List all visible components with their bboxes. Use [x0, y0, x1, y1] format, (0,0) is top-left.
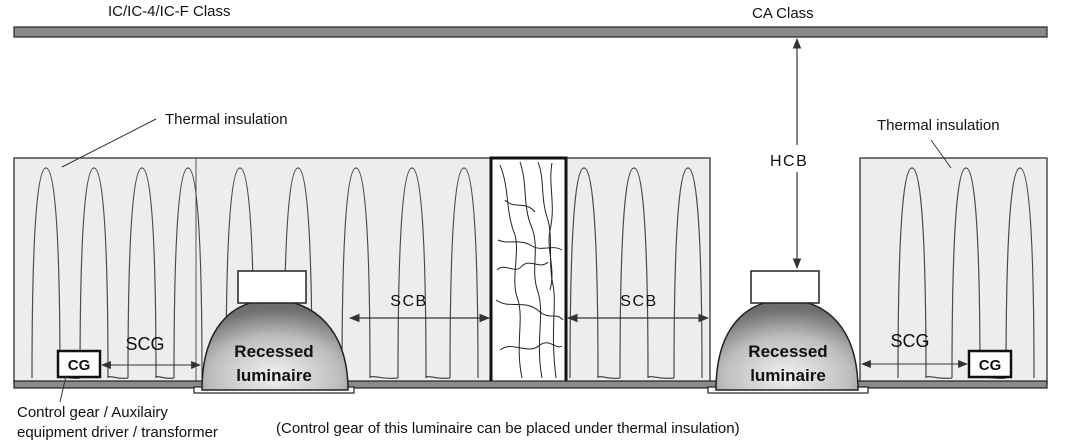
insulation-fiber-loop: [341, 167, 371, 379]
control-gear-leader-line: [59, 375, 67, 403]
insulation-fiber-loop: [1005, 167, 1035, 379]
insulation-fiber-loop: [597, 375, 621, 380]
scg-right-label: SCG: [890, 331, 929, 351]
insulation-waves: [31, 167, 1035, 380]
recessed-luminaire-left: Recessed luminaire: [193, 270, 355, 394]
scg-dimension-right: SCG: [861, 331, 968, 368]
insulation-fiber-loop: [369, 375, 399, 380]
insulation-fiber-loop: [225, 167, 255, 379]
hcb-dimension: HCB: [770, 37, 808, 270]
insulation-fiber-loop: [619, 167, 649, 379]
insulation-fiber-loop: [107, 375, 129, 380]
insulation-fiber-loop: [647, 375, 675, 380]
ceiling-board: [13, 380, 1048, 389]
ic-class-label: IC/IC-4/IC-F Class: [108, 3, 231, 20]
insulation-fiber-loop: [425, 375, 451, 380]
insulation-fiber-loop: [397, 167, 427, 379]
insulation-fiber-loop: [951, 167, 981, 379]
control-gear-caption-line2: equipment driver / transformer: [17, 424, 218, 441]
insulation-fiber-loop: [673, 167, 703, 379]
insulation-middle: [565, 157, 711, 384]
luminaire-right-label-1: Recessed: [748, 342, 827, 361]
cg-right-label: CG: [979, 357, 1002, 374]
hcb-label: HCB: [770, 153, 808, 170]
insulation-fiber-loop: [569, 167, 599, 379]
scg-left-label: SCG: [125, 334, 164, 354]
recessed-luminaire-right: Recessed luminaire: [707, 270, 869, 394]
insulation-fiber-loop: [449, 167, 479, 379]
insulation-fiber-loop: [283, 167, 313, 379]
thermal-right-label: Thermal insulation: [877, 117, 1000, 134]
insulation-fiber-loop: [79, 167, 109, 379]
luminaire-left-label-2: luminaire: [236, 366, 312, 385]
control-gear-caption-line1: Control gear / Auxilairy: [17, 404, 168, 421]
insulation-fiber-loop: [173, 167, 203, 379]
control-gear-left: CG: [56, 349, 102, 379]
insulation-fiber-loop: [925, 375, 953, 380]
cg-left-label: CG: [68, 357, 91, 374]
scb-right-label: SCB: [620, 293, 657, 310]
thermal-left-label: Thermal insulation: [165, 111, 288, 128]
insulation-fiber-loop: [127, 167, 157, 379]
insulation-fiber-loop: [897, 167, 927, 379]
insulation-fiber-loop: [155, 375, 175, 380]
scg-dimension-left: SCG: [101, 334, 201, 369]
timber-joist: [489, 156, 568, 385]
thermal-insulation-callout-left: Thermal insulation: [61, 111, 288, 168]
scb-left-label: SCB: [390, 293, 427, 310]
control-gear-right: CG: [967, 349, 1013, 379]
thermal-insulation-callout-right: Thermal insulation: [877, 117, 1000, 169]
scb-dimension-left: SCB: [348, 293, 491, 323]
insulation-fiber-loop: [31, 167, 61, 379]
upper-deck: [13, 26, 1048, 38]
placement-note: (Control gear of this luminaire can be p…: [276, 420, 740, 437]
ca-class-label: CA Class: [752, 5, 814, 22]
scb-dimension-right: SCB: [566, 293, 710, 323]
luminaire-left-label-1: Recessed: [234, 342, 313, 361]
luminaire-right-label-2: luminaire: [750, 366, 826, 385]
